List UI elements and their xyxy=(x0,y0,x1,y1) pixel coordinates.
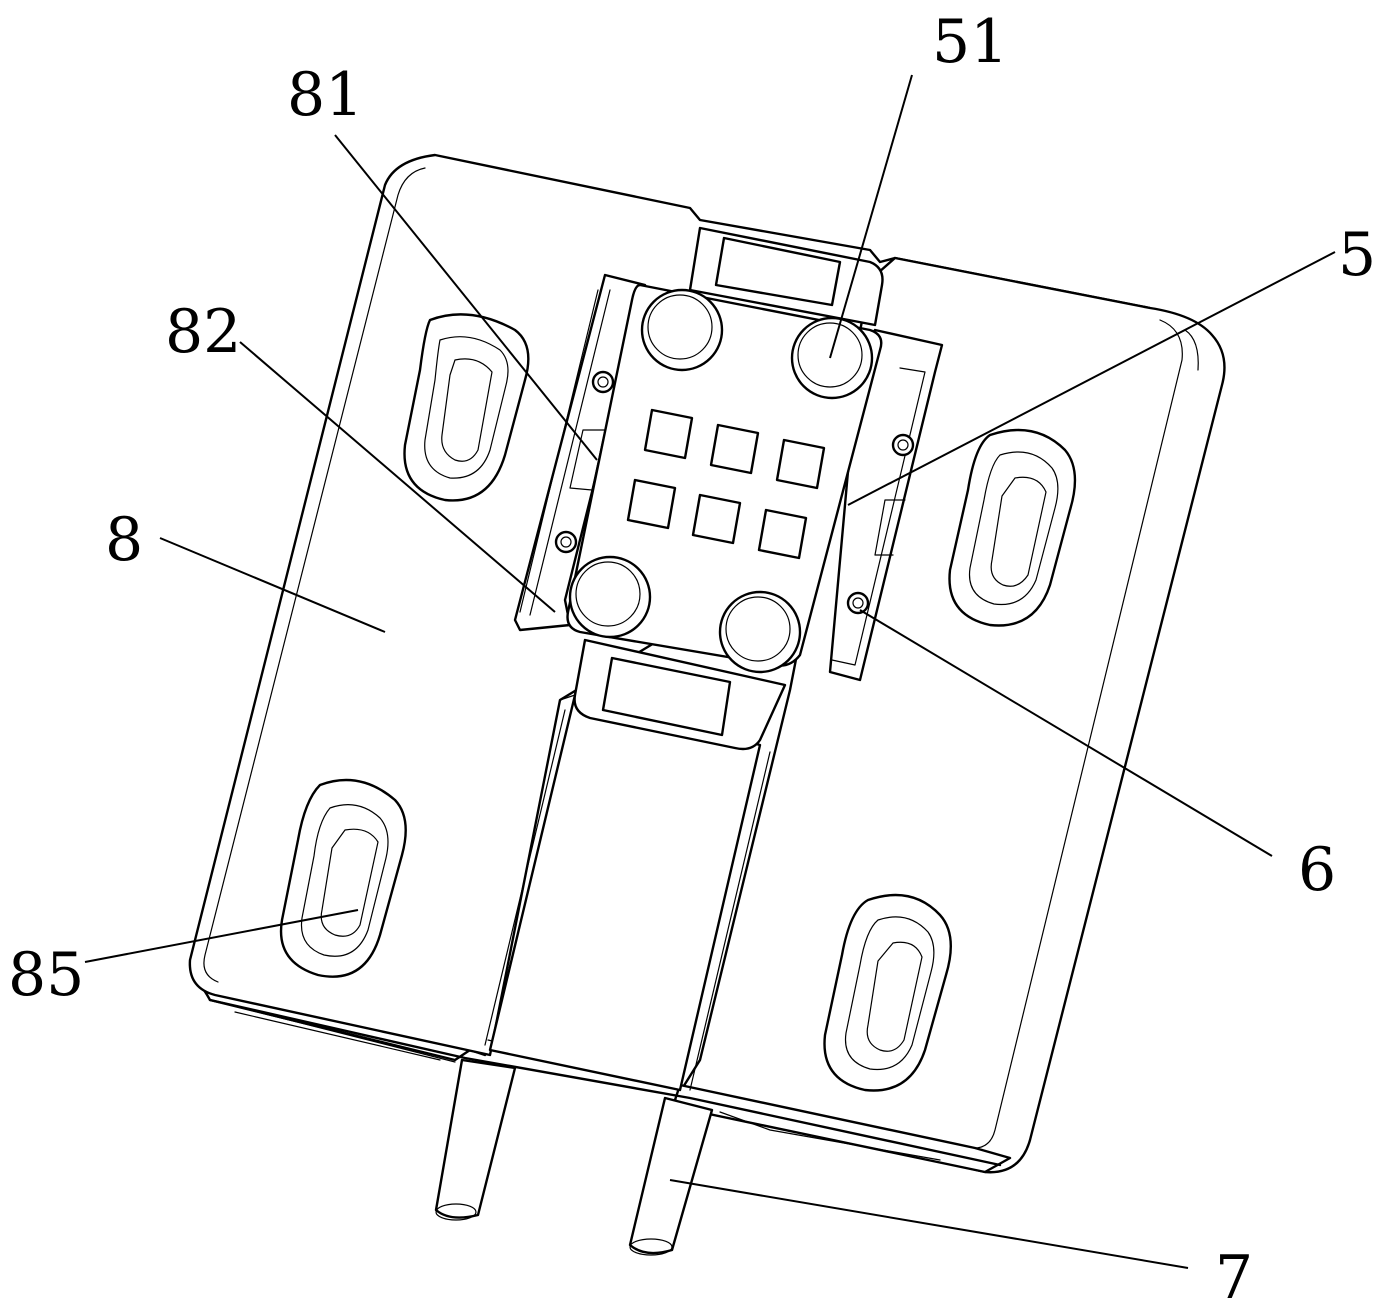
label-6: 6 xyxy=(1298,835,1336,905)
label-85: 85 xyxy=(8,940,84,1010)
carrier-block xyxy=(573,226,884,751)
leader-6 xyxy=(859,609,1273,857)
slot-holes xyxy=(279,313,1077,1092)
post-top-left xyxy=(640,288,724,372)
leader-51 xyxy=(829,74,913,359)
leader-82 xyxy=(239,341,556,613)
post-bottom-left xyxy=(568,555,652,639)
leader-5 xyxy=(847,251,1336,506)
label-8: 8 xyxy=(105,505,143,575)
guide-rods xyxy=(434,1058,714,1256)
post-top-right xyxy=(790,316,874,400)
leader-7 xyxy=(669,1179,1189,1269)
screw-left-lower xyxy=(554,530,578,554)
screw-left-upper xyxy=(591,370,615,394)
leader-85 xyxy=(84,909,359,963)
leader-lines xyxy=(84,74,1336,1269)
label-82: 82 xyxy=(165,297,241,367)
slot-upper-right xyxy=(948,428,1077,627)
slot-lower-left xyxy=(279,778,407,978)
slot-upper-left xyxy=(403,313,530,502)
mold-plate xyxy=(566,283,883,674)
slot-lower-right xyxy=(823,893,952,1092)
label-5: 5 xyxy=(1338,220,1376,290)
reference-labels: 51 81 5 82 8 6 85 7 xyxy=(8,7,1376,1305)
screw-right-upper xyxy=(891,433,915,457)
leader-8 xyxy=(159,537,386,633)
post-bottom-right xyxy=(718,590,802,674)
label-7: 7 xyxy=(1215,1243,1253,1305)
leader-81 xyxy=(334,134,598,461)
label-81: 81 xyxy=(287,60,363,130)
screw-right-lower xyxy=(846,591,870,615)
cavity-grid xyxy=(626,408,826,560)
label-51: 51 xyxy=(932,7,1008,77)
